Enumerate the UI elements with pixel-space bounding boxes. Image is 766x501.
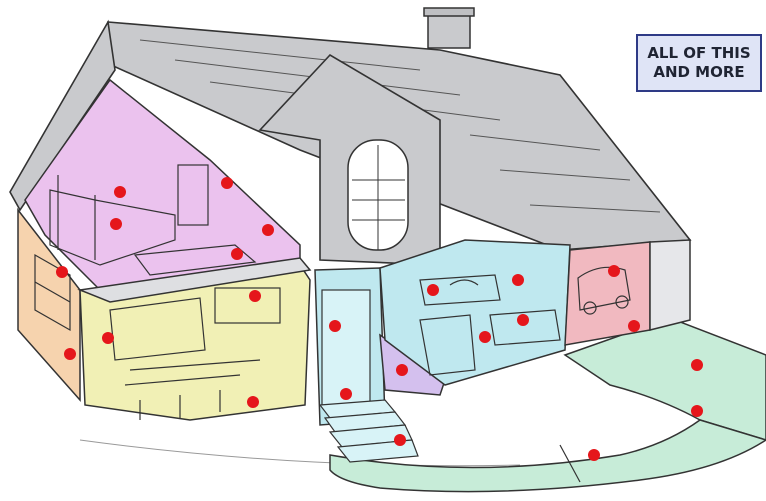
ground-line — [80, 440, 520, 466]
marker-garage — [608, 265, 620, 277]
marker-dining — [247, 396, 259, 408]
marker-bedroom-gable — [262, 224, 274, 236]
marker-bath-wall — [512, 274, 524, 286]
marker-bath-tub — [517, 314, 529, 326]
marker-kitchen-window — [102, 332, 114, 344]
callout-box: ALL OF THIS AND MORE — [636, 34, 762, 92]
marker-side-room-upper — [56, 266, 68, 278]
marker-entry-door — [329, 320, 341, 332]
chimney — [428, 12, 470, 48]
marker-bedroom-floor — [231, 248, 243, 260]
marker-driveway-lower — [691, 405, 703, 417]
marker-bedroom-dresser — [221, 177, 233, 189]
marker-walkway — [588, 449, 600, 461]
marker-entry-floor — [340, 388, 352, 400]
marker-kitchen-cabinet — [249, 290, 261, 302]
marker-steps — [394, 434, 406, 446]
marker-bath-toilet — [479, 331, 491, 343]
marker-bedroom-wall — [114, 186, 126, 198]
garage-side-wall — [650, 240, 690, 330]
marker-side-room-lower — [64, 348, 76, 360]
chimney-cap — [424, 8, 474, 16]
marker-hall — [396, 364, 408, 376]
callout-line-1: ALL OF THIS — [647, 44, 750, 63]
porch-steps — [320, 400, 418, 462]
front-door — [322, 290, 370, 405]
marker-garage-door — [628, 320, 640, 332]
marker-bedroom-bed — [110, 218, 122, 230]
marker-bath-sink — [427, 284, 439, 296]
marker-driveway-upper — [691, 359, 703, 371]
callout-line-2: AND MORE — [653, 63, 744, 82]
